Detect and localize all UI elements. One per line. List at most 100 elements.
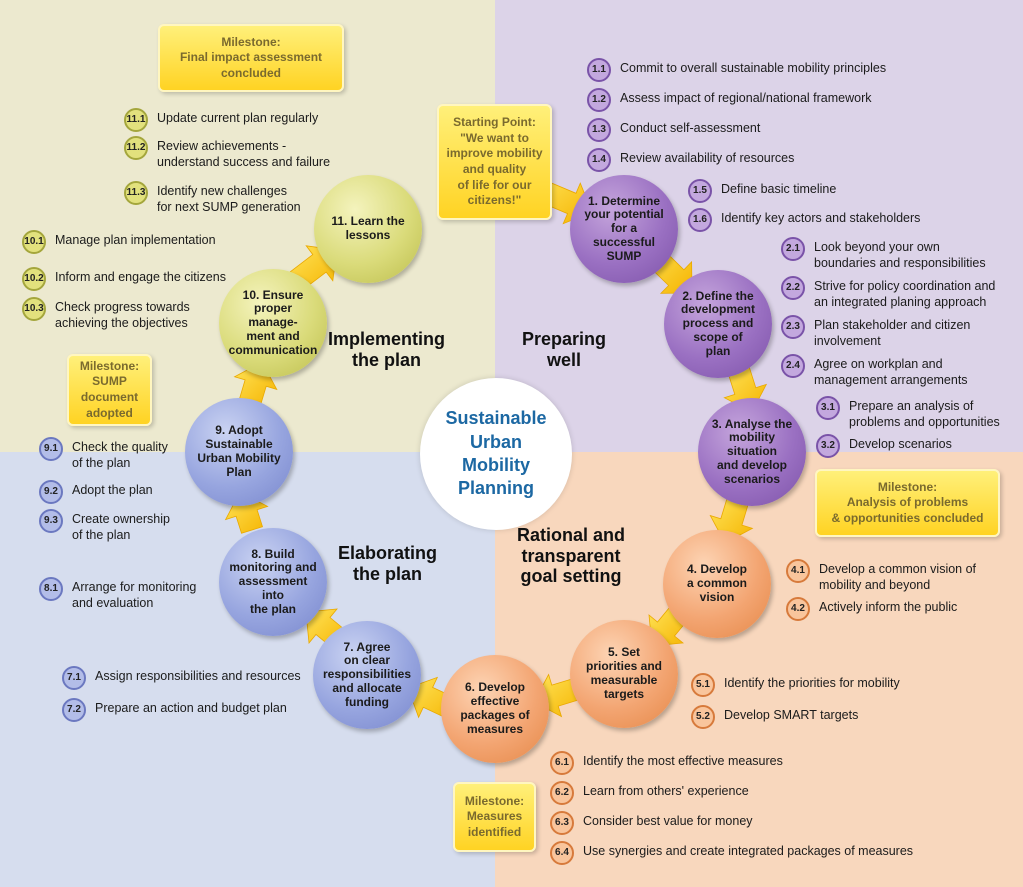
activity-number-badge: 7.1 bbox=[62, 666, 86, 690]
activity-text: Identify key actors and stakeholders bbox=[721, 211, 921, 225]
activity-text: Review availability of resources bbox=[620, 151, 795, 165]
activity-number-badge: 6.4 bbox=[550, 841, 574, 865]
activity-1-2: 1.2 Assess impact of regional/national fr… bbox=[587, 88, 872, 112]
activity-text: Review achievements - understand success… bbox=[157, 139, 331, 169]
activity-10-2: 10.2 Inform and engage the citizens bbox=[22, 267, 226, 291]
activity-text: Conduct self-assessment bbox=[620, 121, 761, 135]
step-1-circle[interactable]: 1. Determine your potential for a succes… bbox=[570, 175, 678, 283]
activity-text: Commit to overall sustainable mobility p… bbox=[620, 61, 887, 75]
activity-text: Use synergies and create integrated pack… bbox=[583, 844, 914, 858]
activity-text: Plan stakeholder and citizen involvement bbox=[814, 318, 971, 348]
activity-number-badge: 10.3 bbox=[22, 297, 46, 321]
activity-2-1: 2.1 Look beyond your own boundaries and r… bbox=[781, 237, 986, 271]
activity-6-4: 6.4 Use synergies and create integrated p… bbox=[550, 841, 914, 865]
activity-number-badge: 1.3 bbox=[587, 118, 611, 142]
activity-text: Inform and engage the citizens bbox=[55, 270, 226, 284]
activity-number-badge: 9.2 bbox=[39, 480, 63, 504]
activity-number-badge: 3.2 bbox=[816, 434, 840, 458]
step-6-circle[interactable]: 6. Develop effective packages of measure… bbox=[441, 655, 549, 763]
activity-number-badge: 1.6 bbox=[688, 208, 712, 232]
activity-text: Adopt the plan bbox=[72, 483, 153, 497]
activity-text: Assess impact of regional/national frame… bbox=[620, 91, 872, 105]
activity-text: Identify the priorities for mobility bbox=[724, 676, 900, 690]
step-3-circle[interactable]: 3. Analyse the mobility situation and de… bbox=[698, 398, 806, 506]
activity-text: Develop SMART targets bbox=[724, 708, 859, 722]
activity-number-badge: 4.1 bbox=[786, 559, 810, 583]
milestone-final-assessment: Milestone: Final impact assessment concl… bbox=[158, 24, 344, 92]
activity-number-badge: 5.1 bbox=[691, 673, 715, 697]
step-4-label: 4. Develop a common vision bbox=[686, 562, 748, 604]
activity-number-badge: 9.3 bbox=[39, 509, 63, 533]
step-7-label: 7. Agree on clear responsibilities and a… bbox=[322, 639, 412, 709]
activity-9-3: 9.3 Create ownership of the plan bbox=[39, 509, 170, 543]
activity-number-badge: 2.1 bbox=[781, 237, 805, 261]
activity-1-5: 1.5 Define basic timeline bbox=[688, 179, 837, 203]
activity-text: Actively inform the public bbox=[819, 600, 958, 614]
step-11-circle[interactable]: 11. Learn the lessons bbox=[314, 175, 422, 283]
activity-number-badge: 11.2 bbox=[124, 136, 148, 160]
activity-number-badge: 1.2 bbox=[587, 88, 611, 112]
activity-11-2: 11.2 Review achievements - understand suc… bbox=[124, 136, 331, 170]
activity-9-2: 9.2 Adopt the plan bbox=[39, 480, 153, 504]
step-5-circle[interactable]: 5. Set priorities and measurable targets bbox=[570, 620, 678, 728]
activity-text: Create ownership of the plan bbox=[72, 512, 170, 542]
activity-number-badge: 7.2 bbox=[62, 698, 86, 722]
step-8-label: 8. Build monitoring and assessment into … bbox=[229, 546, 317, 616]
activity-1-6: 1.6 Identify key actors and stakeholders bbox=[688, 208, 921, 232]
step-11-label: 11. Learn the lessons bbox=[331, 214, 405, 242]
activity-10-3: 10.3 Check progress towards achieving the… bbox=[22, 297, 190, 331]
step-8-circle[interactable]: 8. Build monitoring and assessment into … bbox=[219, 528, 327, 636]
activity-2-4: 2.4 Agree on workplan and management arra… bbox=[781, 354, 968, 388]
activity-number-badge: 1.4 bbox=[587, 148, 611, 172]
activity-text: Develop scenarios bbox=[849, 437, 952, 451]
activity-number-badge: 8.1 bbox=[39, 577, 63, 601]
step-3-label: 3. Analyse the mobility situation and de… bbox=[711, 416, 793, 486]
activity-1-4: 1.4 Review availability of resources bbox=[587, 148, 795, 172]
activity-number-badge: 11.3 bbox=[124, 181, 148, 205]
activity-text: Agree on workplan and management arrange… bbox=[814, 357, 968, 387]
activity-number-badge: 10.2 bbox=[22, 267, 46, 291]
phase-goal-setting-title: Rational and transparent goal setting bbox=[517, 525, 626, 587]
step-10-circle[interactable]: 10. Ensure proper manage- ment and commu… bbox=[219, 269, 327, 377]
activity-text: Update current plan regularly bbox=[157, 111, 319, 125]
activity-text: Define basic timeline bbox=[721, 182, 837, 196]
activity-text: Arrange for monitoring and evaluation bbox=[72, 580, 197, 610]
step-4-circle[interactable]: 4. Develop a common vision bbox=[663, 530, 771, 638]
activity-text: Prepare an analysis of problems and oppo… bbox=[849, 399, 1000, 429]
step-9-label: 9. Adopt Sustainable Urban Mobility Plan bbox=[197, 423, 281, 479]
milestone-analysis-concluded: Milestone: Analysis of problems & opport… bbox=[815, 469, 1000, 537]
milestone-measures-identified: Milestone: Measures identified bbox=[453, 782, 536, 852]
activity-text: Check progress towards achieving the obj… bbox=[55, 300, 190, 330]
step-9-circle[interactable]: 9. Adopt Sustainable Urban Mobility Plan bbox=[185, 398, 293, 506]
step-7-circle[interactable]: 7. Agree on clear responsibilities and a… bbox=[313, 621, 421, 729]
step-2-circle[interactable]: 2. Define the development process and sc… bbox=[664, 270, 772, 378]
activity-number-badge: 2.4 bbox=[781, 354, 805, 378]
activity-text: Strive for policy coordination and an in… bbox=[814, 279, 996, 309]
starting-point-box: Starting Point: "We want to improve mobi… bbox=[437, 104, 552, 220]
phase-preparing-title: Preparing well bbox=[522, 329, 607, 370]
activity-1-3: 1.3 Conduct self-assessment bbox=[587, 118, 761, 142]
activity-number-badge: 9.1 bbox=[39, 437, 63, 461]
step-1-label: 1. Determine your potential for a succes… bbox=[584, 193, 664, 263]
center-title-text: Sustainable Urban Mobility Planning bbox=[445, 408, 547, 499]
step-6-label: 6. Develop effective packages of measure… bbox=[460, 680, 530, 736]
activity-text: Look beyond your own boundaries and resp… bbox=[814, 240, 986, 270]
milestone-sump-adopted: Milestone: SUMP document adopted bbox=[67, 354, 152, 426]
center-title: Sustainable Urban Mobility Planning bbox=[420, 378, 572, 530]
activity-number-badge: 1.5 bbox=[688, 179, 712, 203]
activity-text: Check the quality of the plan bbox=[72, 440, 168, 470]
activity-number-badge: 4.2 bbox=[786, 597, 810, 621]
activity-text: Prepare an action and budget plan bbox=[95, 701, 287, 715]
activity-text: Manage plan implementation bbox=[55, 233, 216, 247]
activity-4-2: 4.2 Actively inform the public bbox=[786, 597, 958, 621]
step-10-label: 10. Ensure proper manage- ment and commu… bbox=[228, 287, 318, 357]
